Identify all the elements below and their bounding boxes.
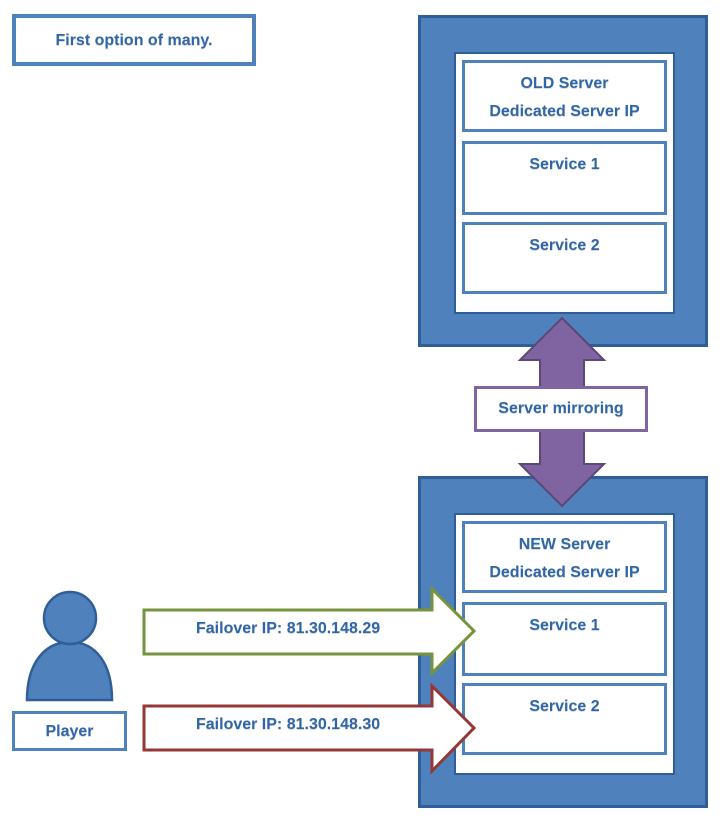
note-box: First option of many. bbox=[12, 14, 256, 66]
old-server-inner: OLD Server Dedicated Server IP Service 1… bbox=[454, 52, 675, 314]
old-server-service-2-label: Service 2 bbox=[529, 237, 600, 254]
note-text: First option of many. bbox=[55, 32, 213, 49]
old-server: OLD Server Dedicated Server IP Service 1… bbox=[418, 15, 708, 347]
new-server-title-line2: Dedicated Server IP bbox=[489, 564, 640, 581]
mirroring-label-box: Server mirroring bbox=[474, 386, 648, 432]
failover-1-label: Failover IP: 81.30.148.29 bbox=[196, 620, 381, 637]
person-icon bbox=[25, 590, 114, 702]
new-server-service-2-label: Service 2 bbox=[529, 698, 600, 715]
old-server-service-2: Service 2 bbox=[462, 222, 667, 294]
new-server-inner: NEW Server Dedicated Server IP Service 1… bbox=[454, 513, 675, 775]
player-label-box: Player bbox=[12, 711, 127, 751]
new-server-title-line1: NEW Server bbox=[518, 536, 611, 553]
mirroring-label: Server mirroring bbox=[498, 400, 624, 417]
new-server-title-cell: NEW Server Dedicated Server IP bbox=[462, 521, 667, 593]
old-server-title-line1: OLD Server bbox=[520, 75, 609, 92]
failover-arrow-2 bbox=[142, 682, 477, 775]
new-server-service-1-label: Service 1 bbox=[529, 617, 600, 634]
old-server-service-1-label: Service 1 bbox=[529, 156, 600, 173]
old-server-service-1: Service 1 bbox=[462, 141, 667, 215]
old-server-title-cell: OLD Server Dedicated Server IP bbox=[462, 60, 667, 132]
new-server-service-1: Service 1 bbox=[462, 602, 667, 676]
new-server: NEW Server Dedicated Server IP Service 1… bbox=[418, 476, 708, 808]
failover-arrow-1 bbox=[142, 585, 477, 677]
failover-2-label: Failover IP: 81.30.148.30 bbox=[196, 716, 381, 733]
player-label: Player bbox=[45, 723, 94, 740]
old-server-title-line2: Dedicated Server IP bbox=[489, 103, 640, 120]
new-server-service-2: Service 2 bbox=[462, 683, 667, 755]
